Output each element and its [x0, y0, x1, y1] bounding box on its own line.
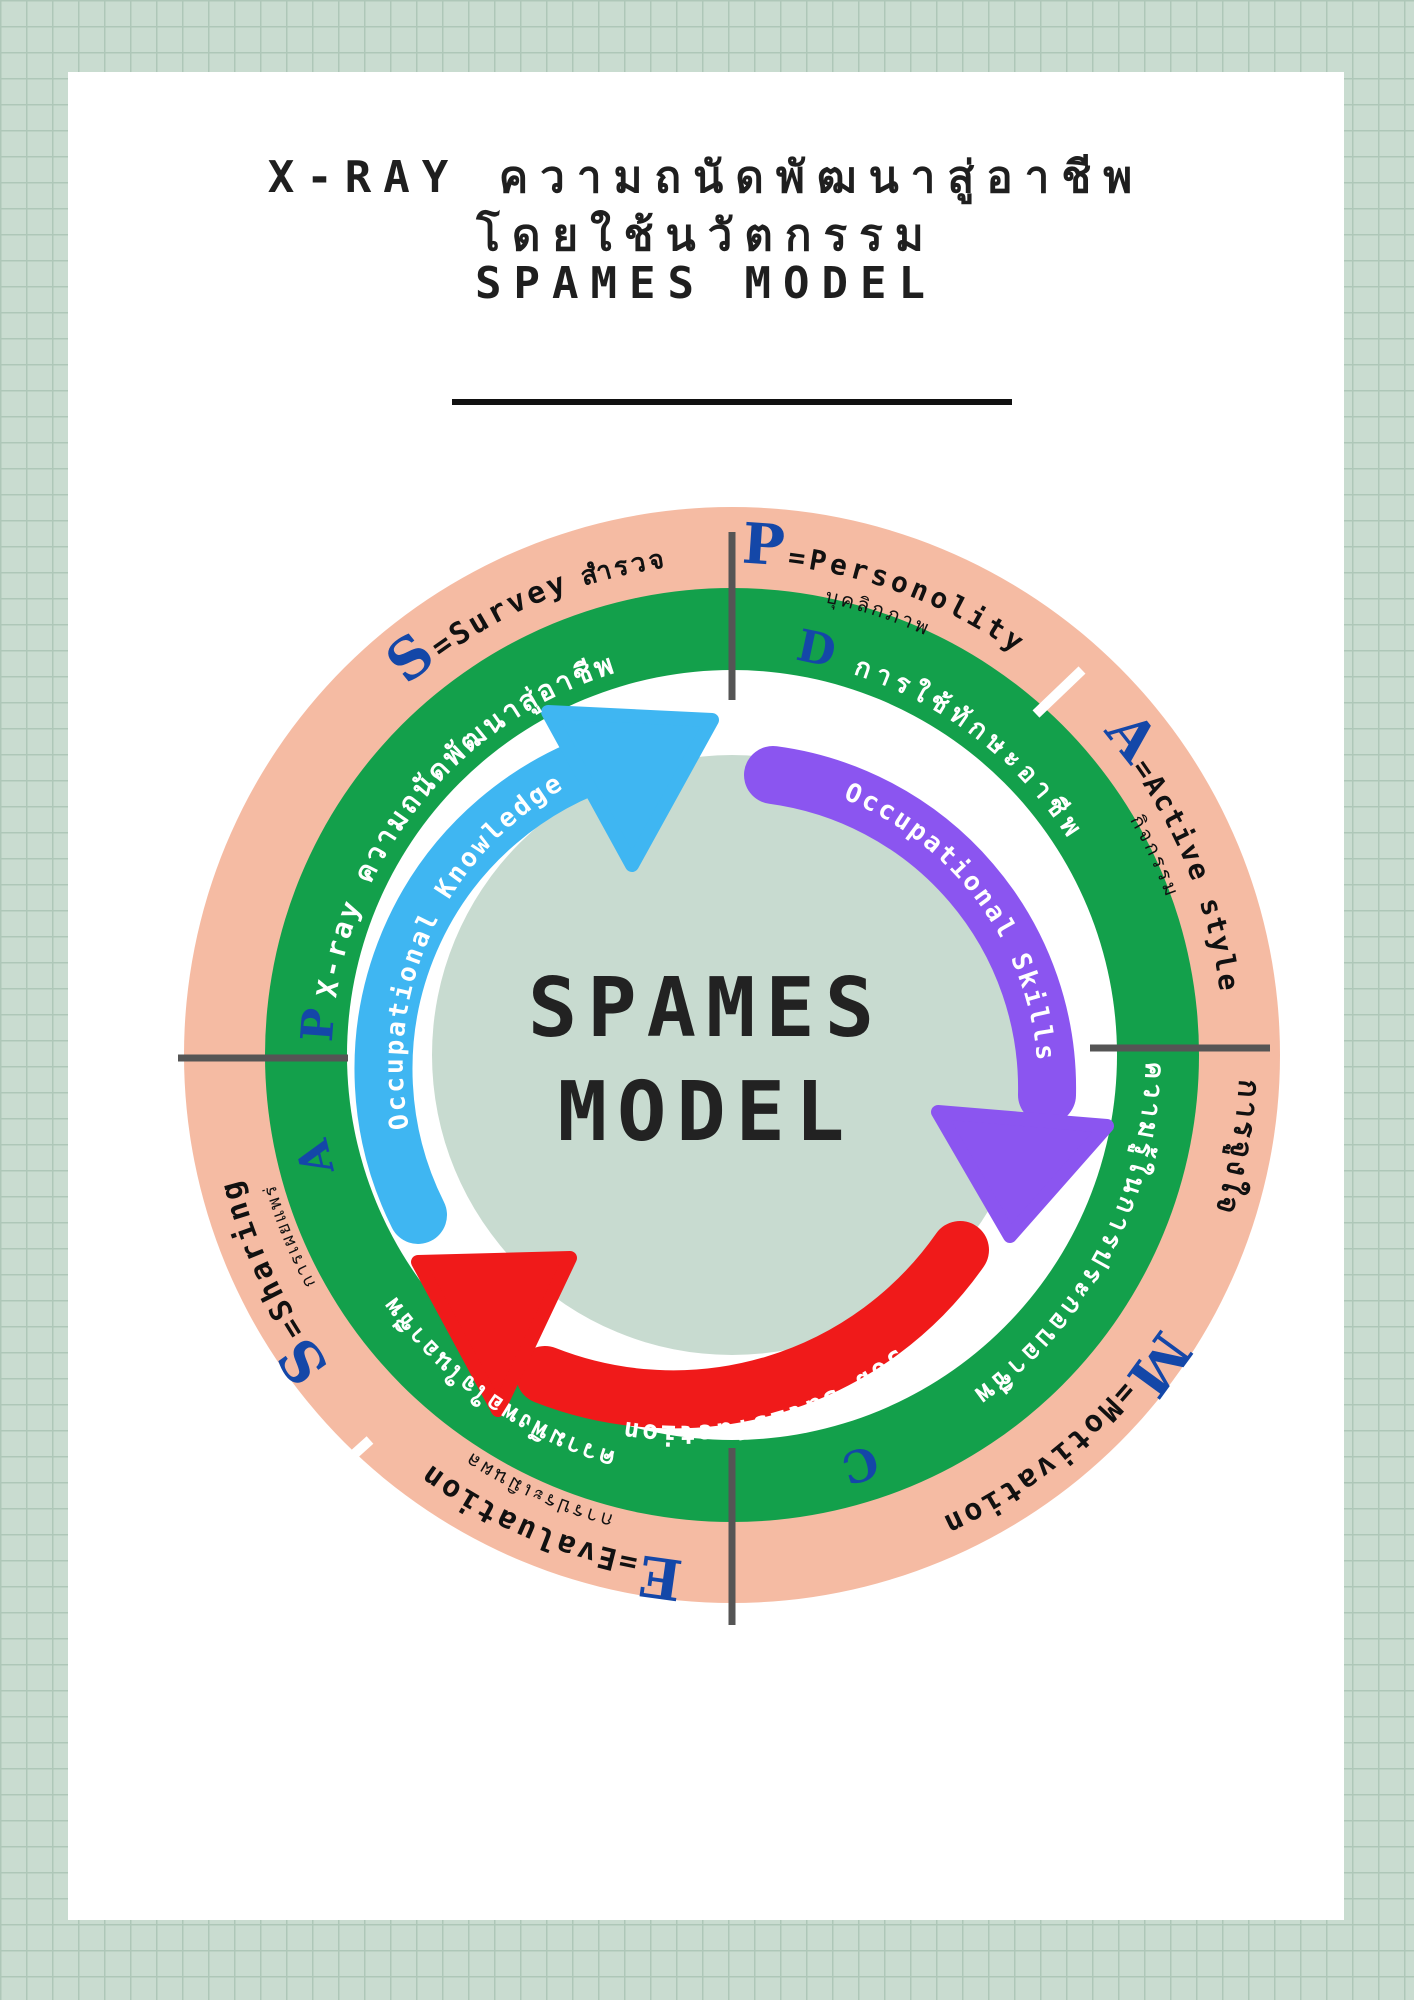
skills-arrow-body — [744, 746, 1077, 1124]
knowledge-arrow-head — [541, 705, 719, 872]
title-divider — [452, 399, 1012, 405]
gap-top-right — [1032, 666, 1086, 718]
title-line-3: SPAMES MODEL — [475, 258, 937, 309]
satisfaction-arrow-body — [516, 1221, 989, 1429]
skills-arrow-head — [931, 1105, 1114, 1243]
knowledge-arrow-body — [354, 728, 644, 1244]
gap-bottom-left — [326, 1436, 374, 1480]
center-title-line-1: SPAMES — [528, 961, 884, 1056]
center-title-line-2: MODEL — [558, 1065, 855, 1160]
satisfaction-arrow-head — [411, 1251, 577, 1417]
title-line-1: X-RAY ความถนัดพัฒนาสู่อาชีพ — [267, 152, 1145, 203]
title-line-2: โดยใช้นวัตกรรม — [476, 210, 936, 261]
center-circle — [432, 755, 1032, 1355]
